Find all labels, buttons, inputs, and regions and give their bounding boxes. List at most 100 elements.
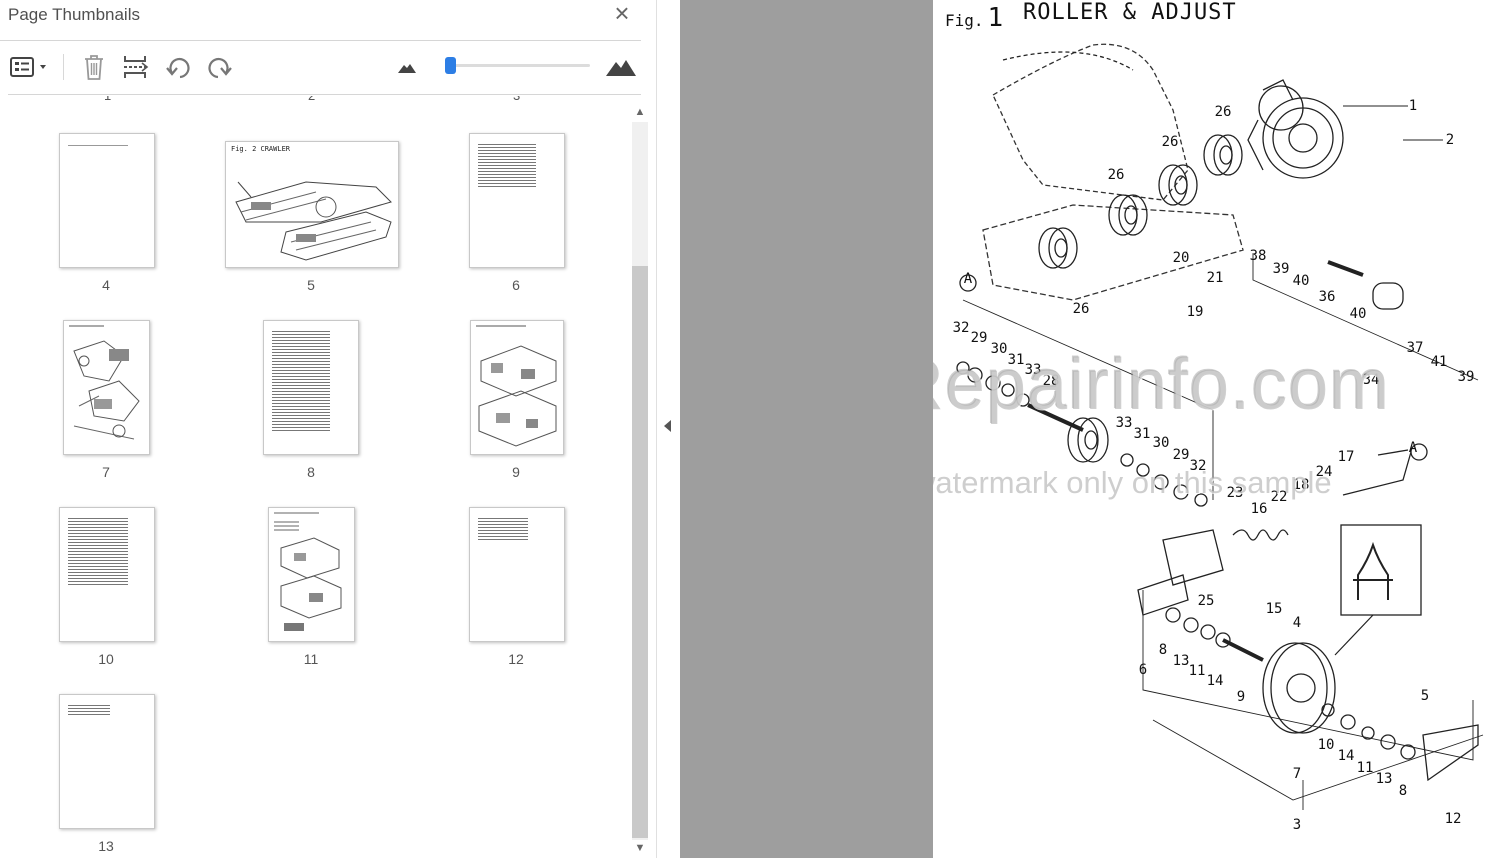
thumbnail-options-button[interactable] <box>6 52 50 82</box>
thumbnail-page-13[interactable] <box>59 694 155 829</box>
rotate-clockwise-button[interactable] <box>204 52 236 82</box>
part-number-label: 3 <box>1293 817 1301 833</box>
rotate-clockwise-icon <box>208 57 232 79</box>
thumbnail-page-12[interactable] <box>469 507 565 642</box>
drawing-thumbnail <box>69 325 140 440</box>
text-block <box>68 705 110 717</box>
text-block <box>68 518 128 586</box>
slider-handle[interactable] <box>445 57 456 74</box>
thumbnail-page-10[interactable] <box>59 507 155 642</box>
part-number-label: 24 <box>1316 464 1333 480</box>
part-number-label: 41 <box>1431 354 1448 370</box>
toolbar-separator <box>63 54 64 80</box>
part-number-label: 2 <box>1446 132 1454 148</box>
part-number-label: 30 <box>1153 435 1170 451</box>
thumbnail-page-4[interactable] <box>59 133 155 268</box>
scroll-thumb[interactable] <box>632 266 648 838</box>
part-number-label: 33 <box>1116 415 1133 431</box>
part-number-label: 22 <box>1271 489 1288 505</box>
rotate-counterclockwise-icon <box>166 57 190 79</box>
part-number-label: 30 <box>991 341 1008 357</box>
thumbnail-options-icon <box>10 57 46 77</box>
watermark-subtext: watermark only on this sample <box>933 465 1332 500</box>
part-number-label: 31 <box>1008 352 1025 368</box>
scroll-down-arrow[interactable]: ▼ <box>634 842 646 854</box>
part-number-label: 32 <box>1190 458 1207 474</box>
scroll-up-arrow[interactable]: ▲ <box>634 106 646 118</box>
drawing-thumbnail <box>274 512 342 631</box>
text-block <box>272 331 330 431</box>
part-number-label: 38 <box>1250 248 1267 264</box>
thumbnail-page-number: 11 <box>303 651 319 667</box>
part-number-label: 28 <box>1043 373 1060 389</box>
part-number-label: 20 <box>1173 250 1190 266</box>
thumbnail-page-number: 9 <box>512 464 520 480</box>
part-number-label: 13 <box>1376 771 1393 787</box>
part-number-label: 15 <box>1266 601 1283 617</box>
watermark-text: eRepairinfo.com <box>933 345 1391 425</box>
collapse-panel-icon[interactable] <box>662 418 674 434</box>
text-line <box>68 145 128 146</box>
rotate-counterclockwise-button[interactable] <box>162 52 194 82</box>
drawing-thumbnail <box>476 325 557 447</box>
thumbnail-page-5[interactable]: Fig. 2 CRAWLER <box>225 141 399 268</box>
thumbnail-size-slider[interactable] <box>445 57 590 74</box>
part-number-label: 29 <box>971 330 988 346</box>
part-number-label: 26 <box>1215 104 1232 120</box>
trash-icon <box>85 55 103 80</box>
zoom-out-thumbnails-button[interactable] <box>394 52 420 82</box>
part-number-label: 26 <box>1108 167 1125 183</box>
delete-pages-button[interactable] <box>78 52 110 82</box>
part-number-label: 32 <box>953 320 970 336</box>
part-number-label: 26 <box>1073 301 1090 317</box>
part-number-label: 6 <box>1139 662 1147 678</box>
part-number-label: 17 <box>1338 449 1355 465</box>
thumbnail-page-number: 4 <box>102 277 110 293</box>
part-number-label: 26 <box>1162 134 1179 150</box>
part-number-label: 10 <box>1318 737 1335 753</box>
part-number-label: 21 <box>1207 270 1224 286</box>
thumbnail-heading: Fig. 2 CRAWLER <box>231 145 291 153</box>
thumbnail-page-number: 7 <box>102 464 110 480</box>
part-number-label: 1 <box>1409 98 1417 114</box>
part-number-label: 13 <box>1173 653 1190 669</box>
thumbnail-grid: 1 2 3 4 Fig. 2 CRAWLER 5 6 <box>8 96 630 858</box>
text-block <box>478 518 528 542</box>
part-number-label: 40 <box>1293 273 1310 289</box>
part-number-label: 5 <box>1421 688 1429 704</box>
crawler-drawing-thumbnail <box>235 181 392 261</box>
panel-title: Page Thumbnails <box>8 5 140 24</box>
exploded-parts-diagram <box>956 43 1484 810</box>
part-number-label: 29 <box>1173 447 1190 463</box>
partial-page-label: 3 <box>513 96 520 103</box>
view-marker-label: A <box>1409 440 1418 456</box>
thumbnail-page-8[interactable] <box>263 320 359 455</box>
thumbnail-page-number: 12 <box>508 651 524 667</box>
page-thumbnails-panel: Page Thumbnails × <box>0 0 657 858</box>
part-number-label: 8 <box>1159 642 1167 658</box>
insert-pages-button[interactable] <box>118 52 152 82</box>
thumbnail-page-6[interactable] <box>469 133 565 268</box>
part-number-label: 36 <box>1319 289 1336 305</box>
part-number-label: 34 <box>1363 372 1380 388</box>
close-panel-button[interactable]: × <box>614 0 630 28</box>
thumbnail-page-number: 8 <box>307 464 315 480</box>
part-number-label: 11 <box>1189 663 1206 679</box>
zoom-in-thumbnails-button[interactable] <box>603 52 639 82</box>
thumbnail-scrollbar[interactable]: ▲ ▼ <box>630 104 650 858</box>
thumbnail-page-9[interactable] <box>470 320 564 455</box>
part-number-label: 12 <box>1445 811 1462 827</box>
thumbnail-page-number: 13 <box>98 838 114 854</box>
small-mountain-icon <box>398 64 416 73</box>
thumbnail-page-11[interactable] <box>268 507 355 642</box>
part-number-label: 7 <box>1293 766 1301 782</box>
thumbnail-page-number: 6 <box>512 277 520 293</box>
figure-number: 1 <box>987 3 1004 33</box>
part-number-label: 31 <box>1134 426 1151 442</box>
thumbnail-page-7[interactable] <box>63 320 150 455</box>
part-number-label: 40 <box>1350 306 1367 322</box>
thumbnail-page-number: 10 <box>98 651 114 667</box>
part-number-label: 11 <box>1357 760 1374 776</box>
document-background <box>680 0 933 858</box>
